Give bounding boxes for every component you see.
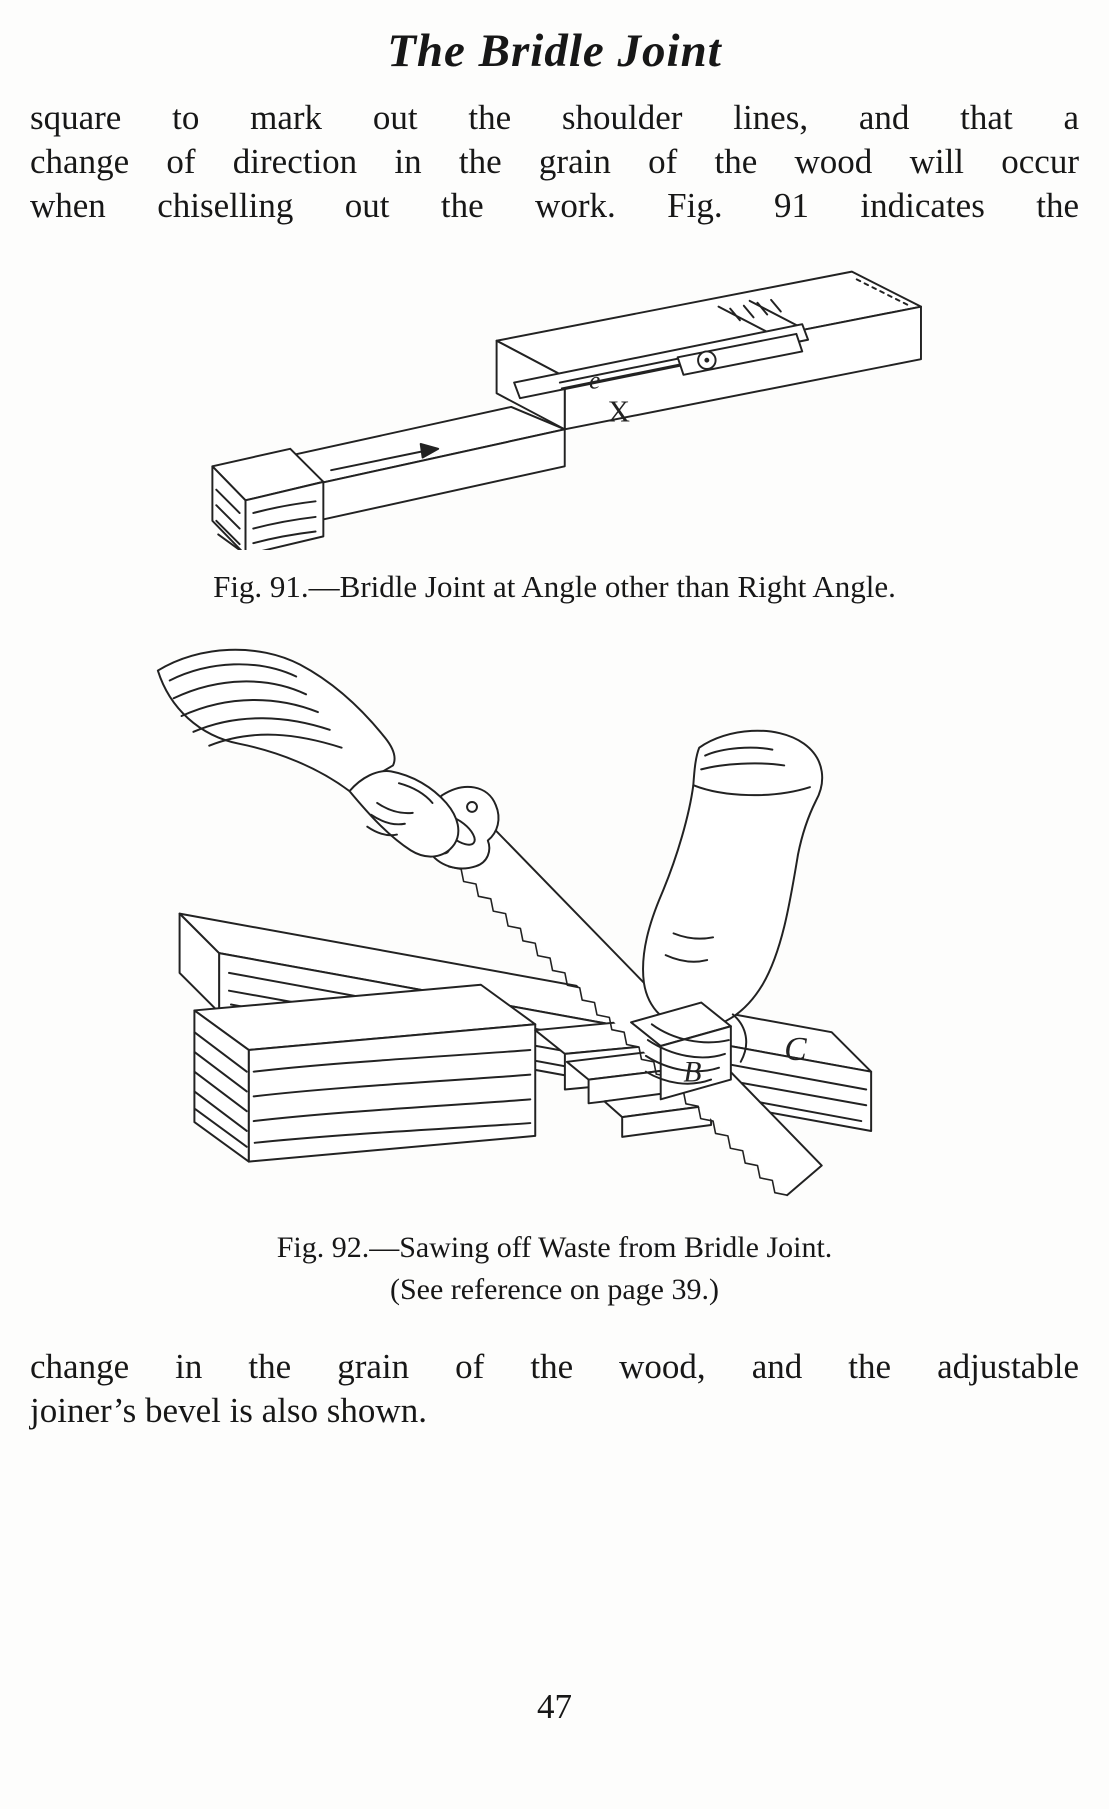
fig91-rail [210,405,566,550]
fig91-label-x: X [607,394,629,429]
figure-92: B C [0,637,1109,1215]
fig92-caption: Fig. 92.—Sawing off Waste from Bridle Jo… [0,1227,1109,1311]
paragraph-line: change of direction in the grain of the … [30,142,1079,181]
fig92-left-hand [156,648,459,858]
fig91-label-e: e [589,366,600,394]
fig91-illustration: e X [210,270,922,550]
paragraph-line: when chiselling out the work. Fig. 91 in… [30,186,1079,225]
body-paragraph-top: square to mark out the shoulder lines, a… [0,96,1109,228]
fig92-label-c: C [784,1031,807,1068]
paragraph-line: change in the grain of the wood, and the… [30,1347,1079,1386]
paragraph-line: joiner’s bevel is also shown. [30,1391,427,1430]
fig92-caption-line1: Fig. 92.—Sawing off Waste from Bridle Jo… [276,1231,833,1264]
page-title: The Bridle Joint [387,25,722,77]
paragraph-line: square to mark out the shoulder lines, a… [30,98,1079,137]
fig92-label-b: B [683,1057,701,1089]
fig91-caption: Fig. 91.—Bridle Joint at Angle other tha… [213,569,896,604]
page-number: 47 [537,1687,572,1726]
fig91-bevel-tool [512,323,809,400]
fig92-caption-line2: (See reference on page 39.) [390,1273,719,1306]
fig92-right-hand [629,729,823,1101]
fig92-illustration: B C [156,648,872,1197]
body-paragraph-bottom: change in the grain of the wood, and the… [0,1345,1109,1433]
figure-91: e X [0,258,1109,555]
